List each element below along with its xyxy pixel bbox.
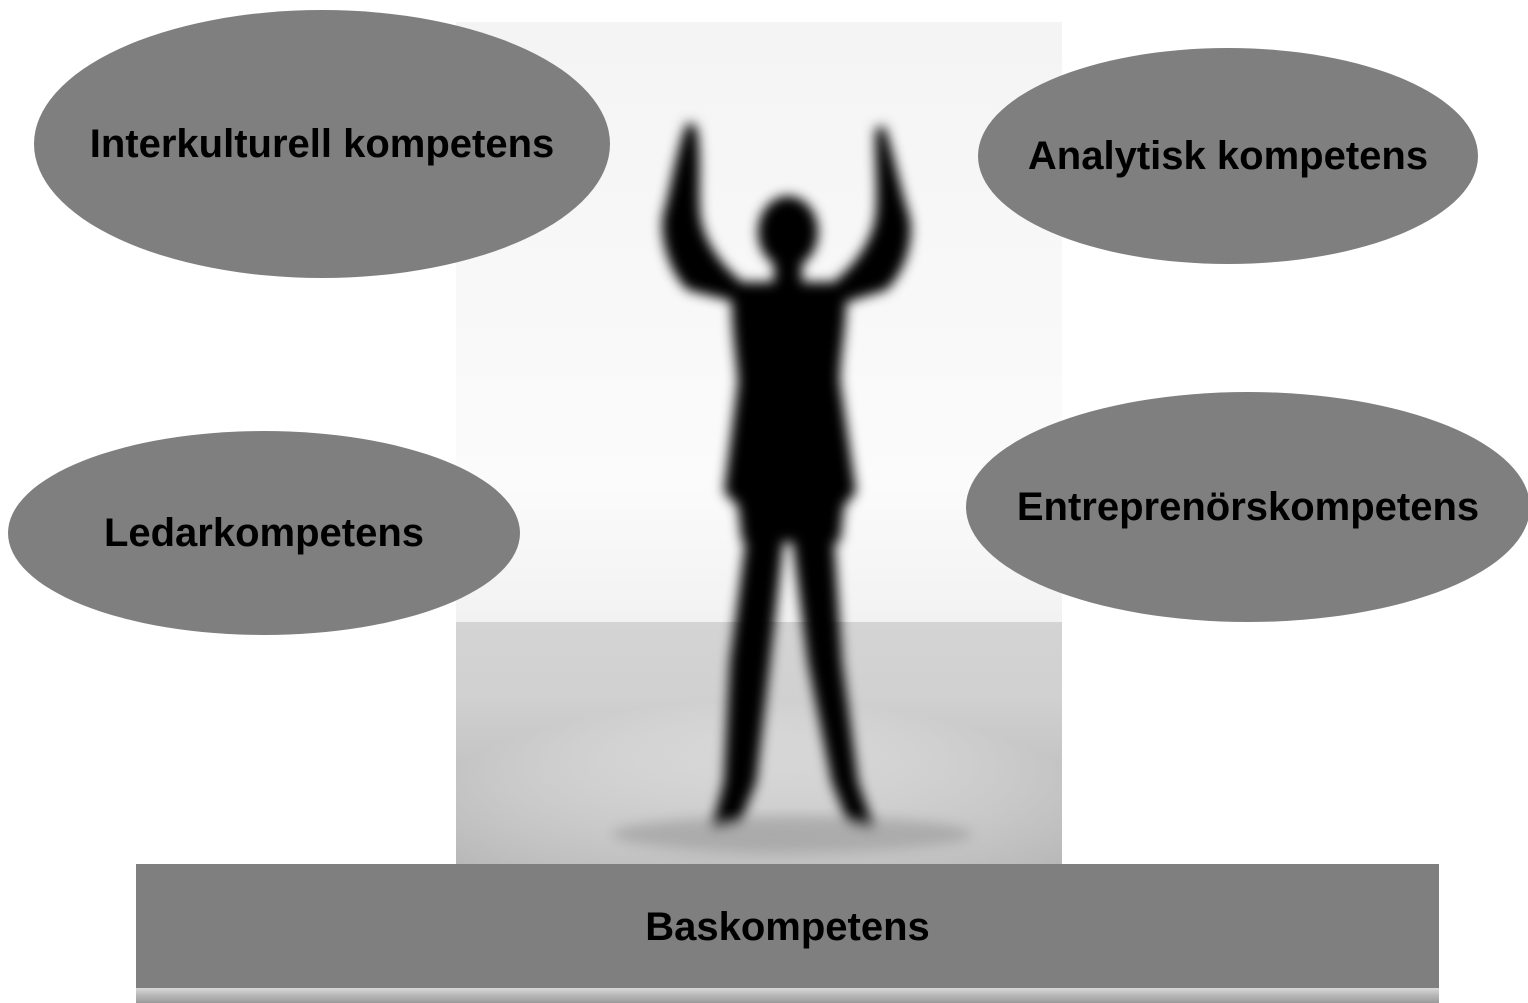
interkulturell-kompetens-ellipse: Interkulturell kompetens xyxy=(34,10,610,278)
baskompetens-label: Baskompetens xyxy=(645,904,930,949)
analytisk-kompetens-ellipse: Analytisk kompetens xyxy=(978,48,1478,264)
entreprenorskompetens-label: Entreprenörskompetens xyxy=(1016,484,1480,529)
ledarkompetens-label: Ledarkompetens xyxy=(103,510,425,555)
interkulturell-kompetens-label: Interkulturell kompetens xyxy=(89,121,555,166)
baskompetens-bar: Baskompetens xyxy=(136,864,1439,990)
entreprenorskompetens-ellipse: Entreprenörskompetens xyxy=(966,392,1528,622)
analytisk-kompetens-label: Analytisk kompetens xyxy=(1027,133,1429,178)
baskompetens-bar-shadow xyxy=(136,988,1439,1003)
person-arms-raised-silhouette-icon xyxy=(456,22,1062,864)
silhouette-photo xyxy=(456,22,1062,864)
ledarkompetens-ellipse: Ledarkompetens xyxy=(8,431,520,635)
